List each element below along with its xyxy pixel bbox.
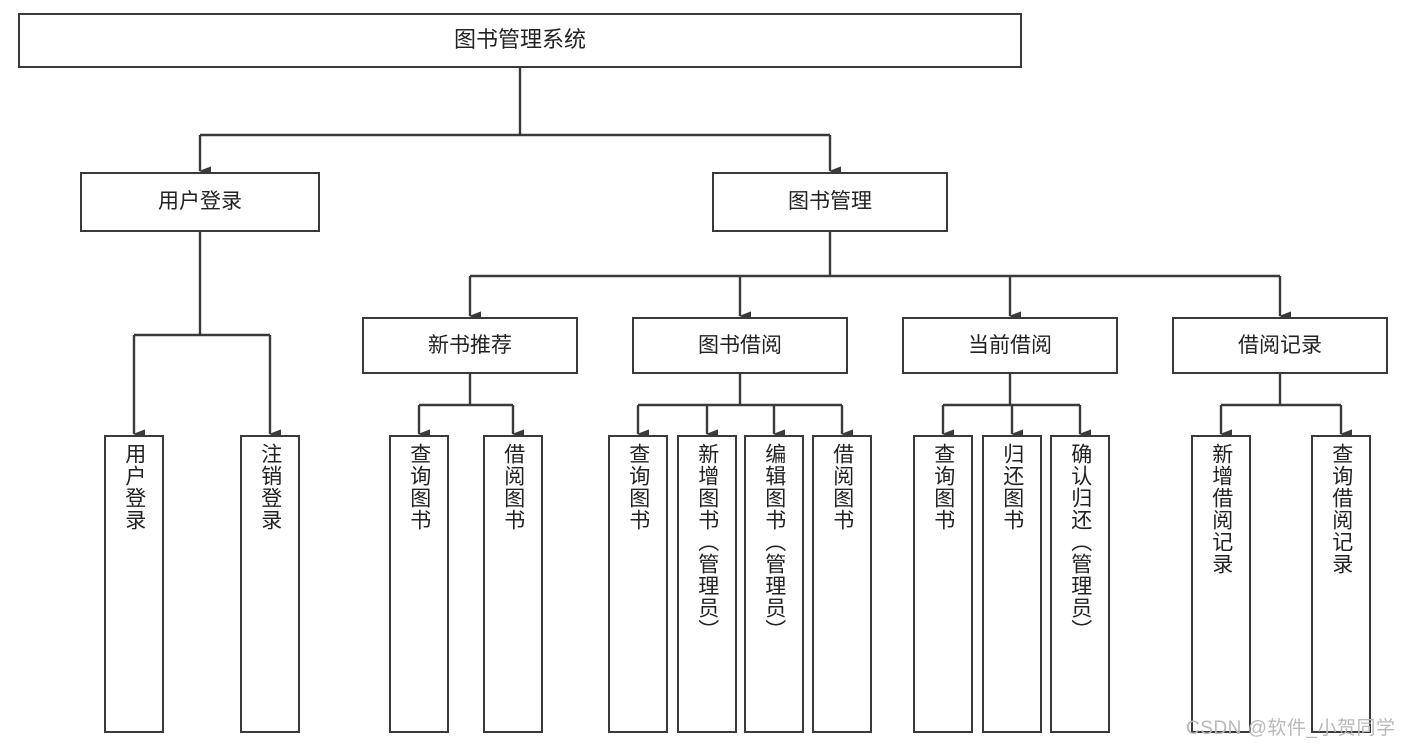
node-current-borrow[interactable]: 当前借阅	[902, 317, 1118, 374]
node-label: 借阅图书	[830, 443, 854, 531]
node-leaf-query-book-3[interactable]: 查询图书	[913, 435, 973, 733]
node-label: 编辑图书（管理员）	[762, 443, 786, 641]
node-label: 图书管理	[788, 190, 872, 214]
node-label: 借阅图书	[501, 443, 525, 531]
node-new-book-recommend[interactable]: 新书推荐	[362, 317, 578, 374]
node-label: 用户登录	[122, 443, 146, 531]
node-label: 新书推荐	[428, 333, 512, 357]
node-book-manage[interactable]: 图书管理	[712, 172, 948, 232]
csdn-watermark: CSDN @软件_小贺同学	[1186, 718, 1396, 739]
node-label: 归还图书	[1000, 443, 1024, 531]
node-label: 新增图书（管理员）	[695, 443, 719, 641]
node-leaf-borrow-book-2[interactable]: 借阅图书	[812, 435, 872, 733]
node-label: 图书管理系统	[453, 27, 586, 53]
node-label: 新增借阅记录	[1209, 443, 1233, 575]
node-leaf-add-record[interactable]: 新增借阅记录	[1191, 435, 1251, 733]
node-label: 确认归还（管理员）	[1068, 443, 1092, 641]
node-label: 查询图书	[931, 443, 955, 531]
node-label: 借阅记录	[1238, 333, 1322, 357]
node-label: 用户登录	[158, 190, 242, 214]
node-leaf-borrow-book-1[interactable]: 借阅图书	[483, 435, 543, 733]
node-user-login[interactable]: 用户登录	[80, 172, 320, 232]
node-leaf-return-book[interactable]: 归还图书	[982, 435, 1042, 733]
node-leaf-edit-book[interactable]: 编辑图书（管理员）	[744, 435, 804, 733]
node-leaf-query-record[interactable]: 查询借阅记录	[1311, 435, 1371, 733]
node-root-system[interactable]: 图书管理系统	[18, 13, 1022, 68]
node-leaf-query-book-2[interactable]: 查询图书	[608, 435, 668, 733]
node-leaf-user-login[interactable]: 用户登录	[104, 435, 164, 733]
node-book-borrow[interactable]: 图书借阅	[632, 317, 848, 374]
node-leaf-query-book-1[interactable]: 查询图书	[389, 435, 449, 733]
node-leaf-logout[interactable]: 注销登录	[240, 435, 300, 733]
node-leaf-confirm-return[interactable]: 确认归还（管理员）	[1050, 435, 1110, 733]
node-borrow-record[interactable]: 借阅记录	[1172, 317, 1388, 374]
node-label: 注销登录	[258, 443, 282, 531]
node-label: 图书借阅	[698, 333, 782, 357]
node-label: 查询图书	[626, 443, 650, 531]
node-leaf-add-book[interactable]: 新增图书（管理员）	[677, 435, 737, 733]
node-label: 查询图书	[407, 443, 431, 531]
node-label: 查询借阅记录	[1329, 443, 1353, 575]
node-label: 当前借阅	[968, 333, 1052, 357]
